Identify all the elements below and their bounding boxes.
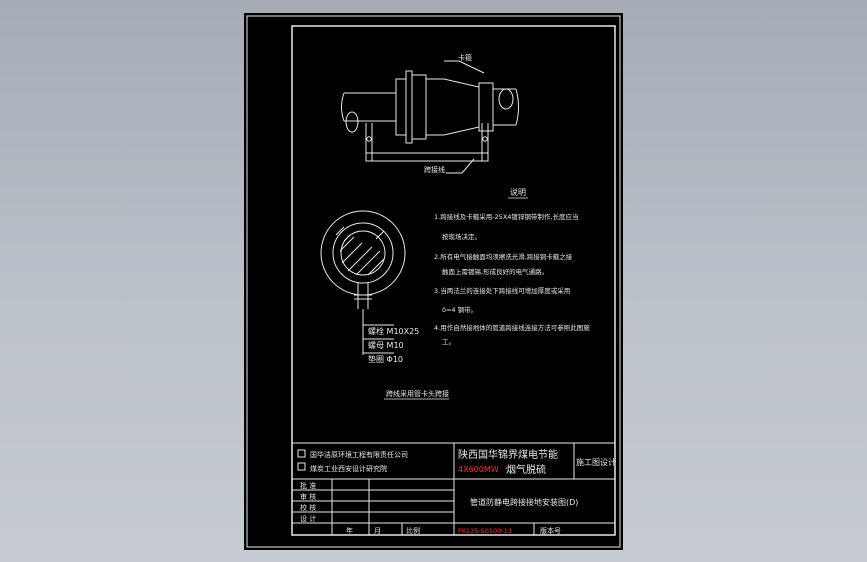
title-block bbox=[292, 442, 615, 535]
version-label: 版本号 bbox=[540, 526, 561, 535]
notes-heading: 说明 bbox=[510, 187, 526, 197]
pipe-break-left bbox=[341, 92, 345, 122]
clamp-label: 卡箍 bbox=[458, 53, 472, 62]
project-capacity: 4X600MW bbox=[458, 465, 499, 474]
pipe-left-end bbox=[345, 111, 359, 133]
note-line: 触面上需镀锡,形成良好的电气通路。 bbox=[442, 267, 548, 276]
note-line: 2.所有电气接触面均须擦洗光滑,跨接铜卡箍之接 bbox=[434, 252, 573, 261]
notes-list: 1.跨接线及卡箍采用-25X4镀锌钢带制作,长度应当 按现场决定。 2.所有电气… bbox=[434, 212, 590, 346]
bottom-label-month: 月 bbox=[374, 527, 381, 535]
cad-drawing: 卡箍 跨接线 螺栓 M10X25 螺母 M10 垫圈 Φ10 跨线采用管卡头跨接… bbox=[246, 15, 621, 548]
outer-frame bbox=[246, 15, 621, 548]
row-label-review: 审 核 bbox=[300, 492, 316, 501]
logo-box-2 bbox=[297, 462, 306, 471]
note-line: 3.当两法兰的连接处下跨接线可增加厚度或采用 bbox=[434, 286, 570, 295]
logo-box-1 bbox=[297, 449, 306, 458]
bottom-label-year: 年 bbox=[346, 526, 353, 535]
row-label-design: 设 计 bbox=[300, 514, 316, 523]
design-stage: 施工图设计 bbox=[576, 457, 616, 467]
drawing-number: F0135-S0100-13 bbox=[458, 527, 512, 535]
project-name-2: 烟气脱硫 bbox=[506, 463, 546, 476]
pipe-break-right bbox=[515, 88, 519, 126]
note-line: 4.用作自然接地体的管道跨接线连接方法可参照此图施 bbox=[434, 323, 590, 332]
note-line: 工。 bbox=[442, 338, 455, 346]
nut-label: 螺母 M10 bbox=[368, 340, 404, 350]
company-name-1: 国华洁原环境工程有限责任公司 bbox=[310, 450, 408, 459]
row-label-approve: 批 准 bbox=[300, 481, 316, 490]
clamp-bolt-left bbox=[366, 136, 372, 142]
section-caption: 跨线采用管卡头跨接 bbox=[386, 389, 449, 398]
drawing-sheet: 卡箍 跨接线 螺栓 M10X25 螺母 M10 垫圈 Φ10 跨线采用管卡头跨接… bbox=[244, 13, 623, 550]
company-name-2: 煤炭工业西安设计研究院 bbox=[310, 464, 387, 473]
jumper-label: 跨接线 bbox=[424, 165, 445, 174]
note-line: δ=4 钢带。 bbox=[442, 306, 477, 314]
pipe-right-end bbox=[498, 88, 514, 110]
bolt-label: 螺栓 M10X25 bbox=[368, 326, 419, 336]
drawing-title: 管道防静电跨接接地安装图(D) bbox=[470, 497, 578, 507]
note-line: 1.跨接线及卡箍采用-25X4镀锌钢带制作,长度应当 bbox=[434, 212, 578, 221]
clamp-bolt-right bbox=[482, 136, 488, 142]
row-label-check: 校 核 bbox=[300, 503, 316, 512]
side-view bbox=[341, 60, 519, 174]
note-line: 按现场决定。 bbox=[442, 232, 481, 241]
project-name-1: 陕西国华锦界煤电节能 bbox=[458, 448, 558, 461]
washer-label: 垫圈 Φ10 bbox=[368, 354, 403, 364]
section-view bbox=[320, 210, 406, 355]
bottom-label-scale: 比例 bbox=[406, 526, 420, 535]
